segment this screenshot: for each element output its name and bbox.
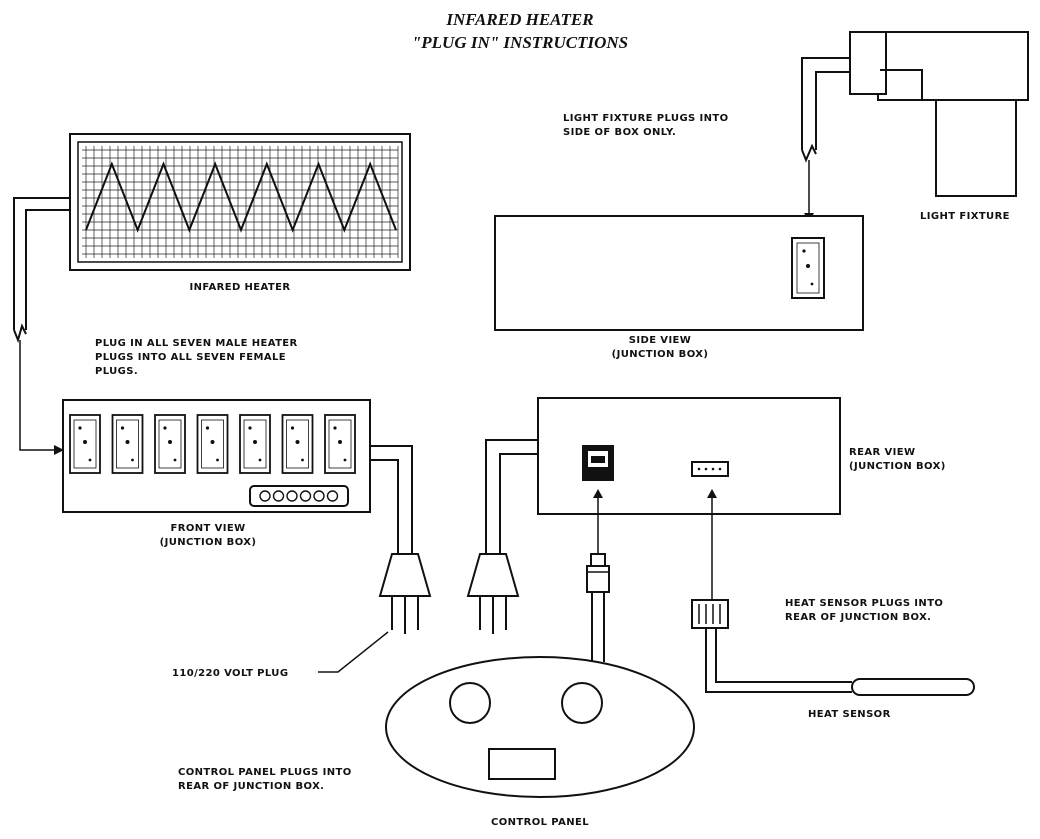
- sensor-note-line-1: HEAT SENSOR PLUGS INTO: [785, 598, 943, 609]
- infrared-heater: [13, 133, 411, 455]
- control-note-line-1: CONTROL PANEL PLUGS INTO: [178, 767, 352, 778]
- side-view-label-line-2: (JUNCTION BOX): [612, 349, 709, 360]
- terminal-screw: [286, 490, 298, 502]
- front-view-junction-box: [62, 399, 413, 554]
- plug-note-line-1: PLUG IN ALL SEVEN MALE HEATER: [95, 338, 298, 349]
- side-view-junction-box: [494, 215, 864, 331]
- terminal-screw: [259, 490, 271, 502]
- female-outlets: [69, 414, 356, 474]
- light-fixture-note-line-2: SIDE OF BOX ONLY.: [563, 127, 676, 138]
- sensor-note-line-2: REAR OF JUNCTION BOX.: [785, 612, 931, 623]
- light-fixture-label: LIGHT FIXTURE: [920, 211, 1010, 222]
- terminal-screw: [326, 490, 339, 502]
- volt-plug-right: [466, 553, 520, 634]
- control-panel-label: CONTROL PANEL: [491, 817, 589, 828]
- female-outlet: [154, 414, 186, 474]
- title-line-2: "PLUG IN" INSTRUCTIONS: [412, 33, 628, 52]
- light-fixture: [801, 31, 1029, 222]
- heater-label: INFARED HEATER: [190, 282, 291, 293]
- female-outlet: [281, 414, 314, 474]
- terminal-screw: [313, 490, 325, 502]
- heat-sensor-label: HEAT SENSOR: [808, 709, 891, 720]
- terminal-screw: [299, 490, 312, 502]
- volt-plug-label: 110/220 VOLT PLUG: [172, 668, 288, 679]
- rear-view-label-line-2: (JUNCTION BOX): [849, 461, 946, 472]
- female-outlet: [324, 414, 356, 474]
- heat-sensor: [691, 489, 975, 696]
- side-view-label-line-1: SIDE VIEW: [629, 335, 691, 346]
- terminal-strip: [259, 490, 339, 502]
- control-panel: [385, 656, 695, 798]
- control-note-line-2: REAR OF JUNCTION BOX.: [178, 781, 324, 792]
- control-panel-cable: [586, 489, 610, 662]
- heater-grid: [82, 146, 399, 258]
- female-outlet: [239, 414, 271, 474]
- front-view-label-line-2: (JUNCTION BOX): [160, 537, 257, 548]
- volt-plug-left: [378, 553, 432, 634]
- female-outlet: [69, 414, 101, 474]
- light-fixture-note-line-1: LIGHT FIXTURE PLUGS INTO: [563, 113, 729, 124]
- rear-view-junction-box: [485, 397, 841, 554]
- female-outlet: [196, 414, 229, 474]
- plug-note-line-3: PLUGS.: [95, 366, 138, 377]
- rear-view-label-line-1: REAR VIEW: [849, 447, 915, 458]
- terminal-screw: [272, 490, 285, 502]
- female-outlet: [111, 414, 144, 474]
- title-line-1: INFARED HEATER: [445, 10, 593, 29]
- front-view-label-line-1: FRONT VIEW: [170, 523, 245, 534]
- plug-note-line-2: PLUGS INTO ALL SEVEN FEMALE: [95, 352, 286, 363]
